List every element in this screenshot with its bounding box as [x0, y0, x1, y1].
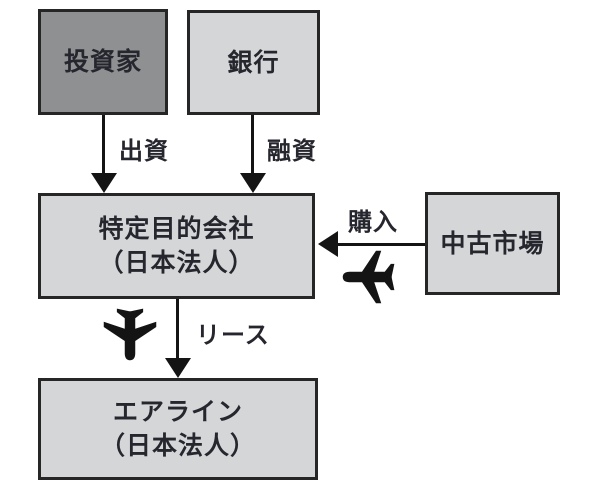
- airplane-icon: [102, 306, 158, 362]
- loan-arrow-line: [251, 115, 254, 173]
- node-spc: 特定目的会社 （日本法人）: [38, 193, 315, 299]
- node-used-market: 中古市場: [425, 192, 560, 295]
- node-airline-label-line1: エアライン: [112, 397, 243, 427]
- node-airline: エアライン （日本法人）: [38, 378, 318, 480]
- node-used-market-label: 中古市場: [440, 228, 545, 258]
- node-spc-label-line1: 特定目的会社: [98, 214, 255, 244]
- loan-arrow-label: 融資: [267, 137, 317, 165]
- node-investor: 投資家: [38, 9, 168, 115]
- purchase-arrowhead-icon: [318, 231, 338, 257]
- investment-arrow-line: [102, 115, 105, 173]
- purchase-arrow-label: 購入: [348, 208, 398, 236]
- lease-arrow-line: [176, 299, 179, 358]
- investment-arrowhead-icon: [91, 173, 117, 193]
- lease-arrow-label: リース: [196, 321, 270, 349]
- loan-arrowhead-icon: [240, 173, 266, 193]
- node-bank: 銀行: [187, 10, 320, 115]
- node-spc-label-line2: （日本法人）: [98, 248, 255, 277]
- node-bank-label: 銀行: [227, 47, 280, 77]
- node-investor-label: 投資家: [63, 47, 142, 77]
- investment-arrow-label: 出資: [119, 137, 169, 165]
- node-airline-label-line2: （日本法人）: [99, 431, 256, 460]
- airplane-icon: [341, 249, 397, 305]
- lease-arrowhead-icon: [165, 358, 191, 378]
- purchase-arrow-line: [338, 243, 425, 246]
